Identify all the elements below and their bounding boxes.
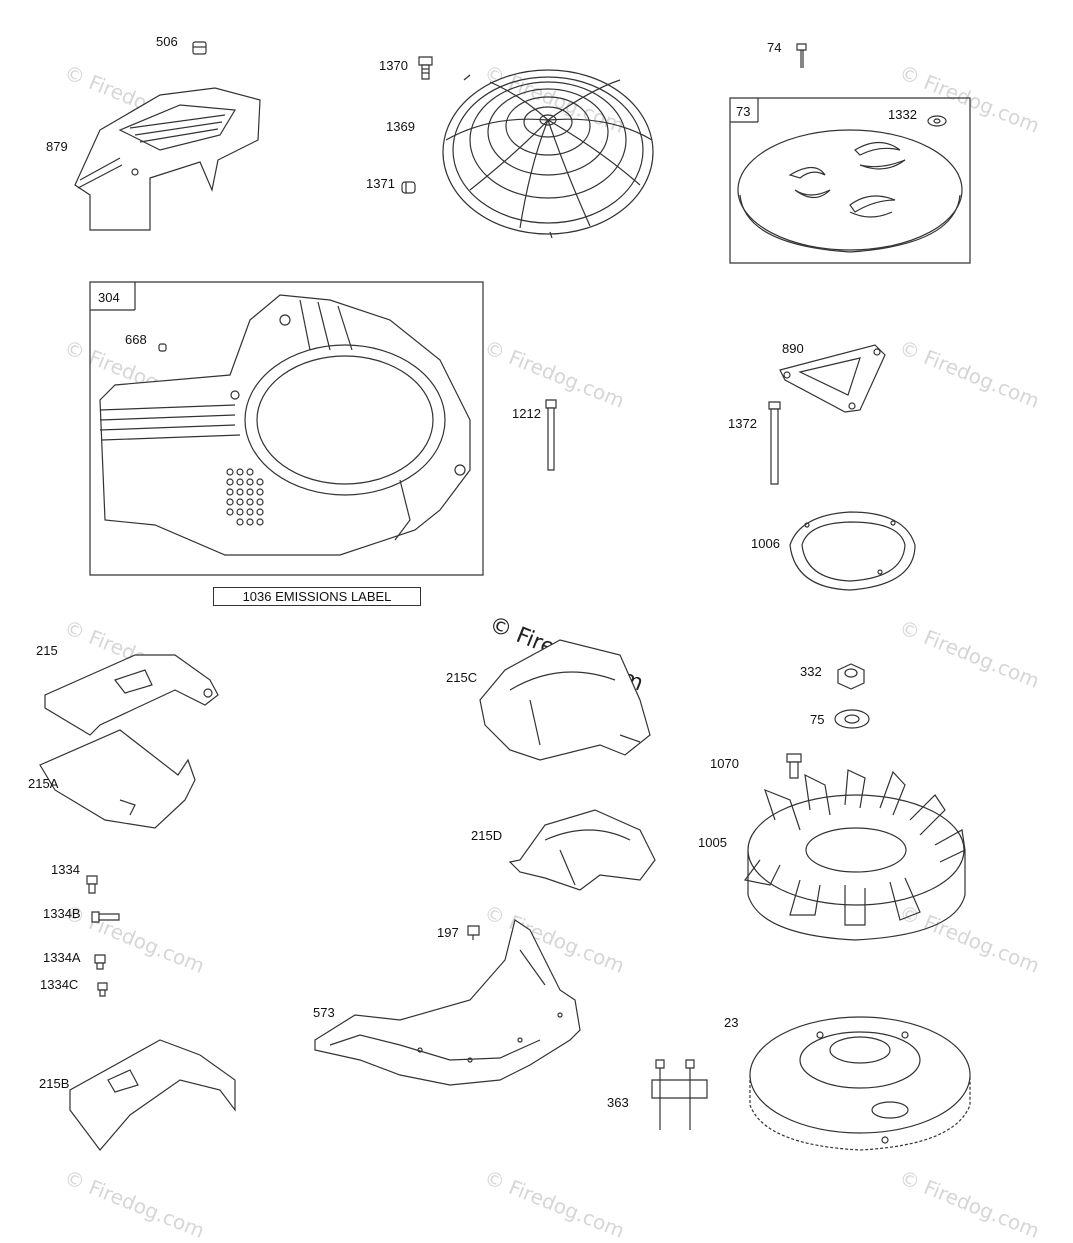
box-304	[90, 282, 483, 575]
part-304-blower-housing	[100, 295, 470, 555]
label-332: 332	[800, 664, 822, 679]
label-1070: 1070	[710, 756, 739, 771]
part-215-shield	[45, 655, 218, 735]
label-879: 879	[46, 139, 68, 154]
label-1370: 1370	[379, 58, 408, 73]
label-23: 23	[724, 1015, 739, 1030]
part-73-disc	[738, 130, 962, 252]
part-1005-flywheel-fan	[745, 770, 965, 940]
part-1212-stud	[546, 400, 556, 470]
emissions-label-box: 1036 EMISSIONS LABEL	[213, 587, 421, 606]
label-363: 363	[607, 1095, 629, 1110]
label-1369: 1369	[386, 119, 415, 134]
part-74-screw	[797, 44, 806, 68]
part-1334B-screw	[92, 912, 119, 922]
label-1334A: 1334A	[43, 950, 81, 965]
part-1332-washer	[928, 116, 946, 126]
part-215C-shield	[480, 640, 650, 760]
label-1334C: 1334C	[40, 977, 79, 992]
label-73: 73	[736, 104, 751, 119]
part-1370-bolt	[419, 57, 432, 79]
part-668-plug	[159, 344, 166, 351]
label-890: 890	[782, 341, 804, 356]
part-1371-nut	[402, 182, 415, 193]
label-197: 197	[437, 925, 459, 940]
label-1334B: 1334B	[43, 906, 81, 921]
part-363-clamp	[652, 1060, 707, 1130]
label-215D: 215D	[471, 828, 503, 843]
label-1334: 1334	[51, 862, 80, 877]
part-879-cover	[75, 88, 260, 230]
label-304: 304	[98, 290, 120, 305]
part-506-plug	[193, 42, 206, 54]
label-215B: 215B	[39, 1076, 70, 1091]
label-573: 573	[313, 1005, 335, 1020]
label-75: 75	[810, 712, 825, 727]
label-215A: 215A	[28, 776, 59, 791]
label-1006: 1006	[751, 536, 780, 551]
part-197-screw	[468, 926, 479, 940]
parts-drawing	[0, 0, 1073, 1200]
part-1334C-screw	[98, 983, 107, 996]
label-1371: 1371	[366, 176, 395, 191]
part-23-flywheel	[750, 1017, 970, 1150]
part-573-baffle	[315, 920, 580, 1085]
part-215B-shield	[70, 1040, 235, 1150]
label-1332: 1332	[888, 107, 917, 122]
part-1369-grille	[443, 70, 653, 238]
box-73	[730, 98, 970, 263]
label-1212: 1212	[512, 406, 541, 421]
label-506: 506	[156, 34, 178, 49]
label-74: 74	[767, 40, 782, 55]
label-668: 668	[125, 332, 147, 347]
label-1005: 1005	[698, 835, 727, 850]
part-890-bracket	[780, 345, 885, 412]
part-1006-gasket	[790, 512, 915, 590]
part-215A-shield	[40, 730, 195, 828]
label-215: 215	[36, 643, 58, 658]
part-1334A-screw	[95, 955, 105, 969]
label-1372: 1372	[728, 416, 757, 431]
label-215C: 215C	[446, 670, 478, 685]
part-215D-shield	[510, 810, 655, 890]
part-75-washer	[835, 710, 869, 728]
part-1372-stud	[769, 402, 780, 484]
part-332-nut	[838, 664, 864, 689]
part-1334-screw	[87, 876, 97, 893]
part-1070-bolt	[787, 754, 801, 778]
